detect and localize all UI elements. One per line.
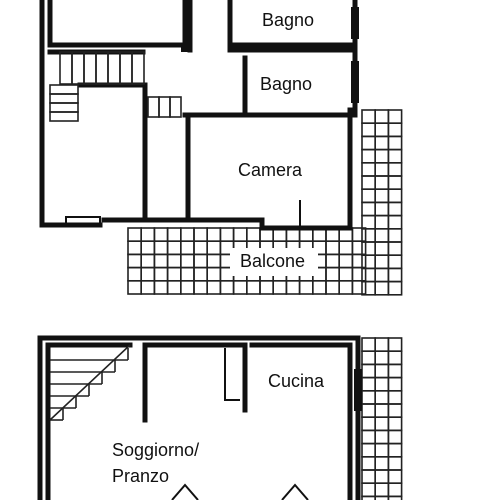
window-bagno2	[351, 61, 359, 103]
window-room-bottom	[65, 216, 101, 226]
column-marker	[181, 44, 188, 52]
lower-floor: Cucina Soggiorno/ Pranzo	[37, 335, 403, 500]
room-label-cucina: Cucina	[268, 371, 325, 391]
room-label-balcone: Balcone	[240, 251, 305, 271]
room-label-bagno-2: Bagno	[260, 74, 312, 94]
balcony-tile	[351, 279, 367, 295]
room-label-camera: Camera	[238, 160, 303, 180]
lower-niche	[224, 348, 240, 401]
terrace-tile	[387, 495, 403, 500]
balcony-tile	[387, 280, 403, 296]
wall-bagno1	[227, 0, 358, 48]
room-label-pranzo: Pranzo	[112, 466, 169, 486]
entrance-arrow-right	[281, 483, 309, 500]
window-bagno1	[351, 7, 359, 39]
stair-tread	[49, 111, 79, 122]
upper-floor: Bagno Bagno Camera Balcone	[39, 0, 403, 296]
room-label-bagno-1: Bagno	[262, 10, 314, 30]
upper-wall-camera-bottom	[259, 107, 353, 231]
lower-wall-kitchen	[249, 342, 353, 500]
terrace-tile	[361, 495, 376, 500]
balcone-label-backdrop	[230, 248, 318, 276]
staircase-upper	[49, 51, 182, 122]
terrace-tile	[374, 495, 390, 500]
window-cucina	[354, 369, 362, 411]
entrance-arrow-left	[171, 483, 199, 500]
stair-tread	[131, 51, 145, 85]
stair-stringer	[49, 344, 131, 421]
staircase-lower	[49, 344, 131, 421]
wall-top-room	[47, 0, 188, 48]
room-label-soggiorno: Soggiorno/	[112, 440, 199, 460]
stair-tread	[169, 96, 182, 118]
lower-outer-wall	[37, 335, 361, 500]
lower-inner-wall-left	[45, 342, 133, 500]
